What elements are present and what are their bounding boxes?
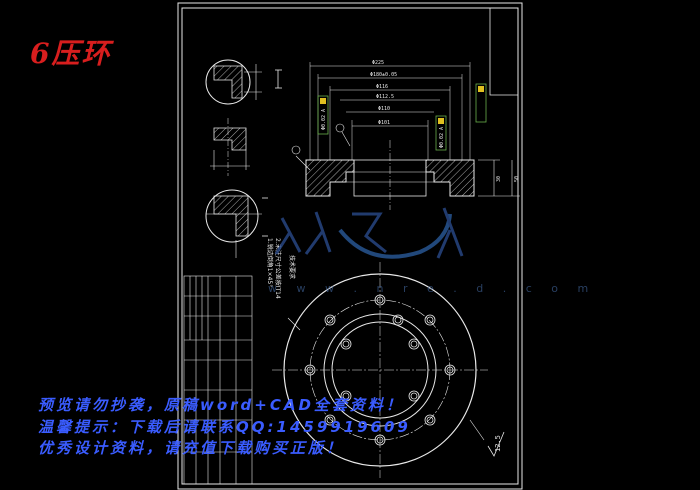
- title-block: [183, 275, 253, 485]
- watermark-url: w w w . n r e . d . c o m: [268, 282, 597, 295]
- drawing-title: 6压环: [30, 37, 112, 70]
- dim-h2: 50: [514, 176, 520, 182]
- tolerance-right: Φ0.02 A: [439, 127, 445, 148]
- dim-d4: Φ112.5: [376, 94, 394, 100]
- roughness-symbol: 12.5: [487, 431, 505, 457]
- tech-title: 技术要求: [288, 255, 296, 279]
- tech-line-2: 2.未注尺寸公差按IT14: [274, 238, 282, 299]
- notice-line-1: 预览请勿抄袭，原稿word+CAD全套资料！: [38, 396, 404, 414]
- dim-h1: 30: [496, 176, 502, 182]
- detail-view-2: [210, 118, 250, 176]
- detail-view-1: [205, 59, 282, 105]
- corner-box: [489, 8, 518, 96]
- watermark-logo: [274, 207, 464, 259]
- tolerance-left: Φ0.02 A: [321, 109, 327, 130]
- notice-line-3: 优秀设计资料，请充值下载购买正版！: [38, 439, 345, 457]
- plan-view: [272, 262, 488, 478]
- tech-line-1: 1.锐边倒角1×45°: [266, 238, 274, 287]
- notice-line-2: 温馨提示：下载后请联系QQ:1459919609: [38, 418, 411, 436]
- roughness-value: 12.5: [494, 435, 502, 452]
- dim-d6: Φ101: [378, 120, 390, 126]
- detail-view-3: [205, 189, 268, 258]
- dim-d2: Φ180±0.05: [370, 72, 397, 78]
- dim-d5: Φ110: [378, 106, 390, 112]
- dim-d3: Φ116: [376, 84, 388, 90]
- dim-d1: Φ225: [372, 60, 384, 66]
- outer-frame: [177, 2, 523, 490]
- main-section-view: [291, 62, 520, 210]
